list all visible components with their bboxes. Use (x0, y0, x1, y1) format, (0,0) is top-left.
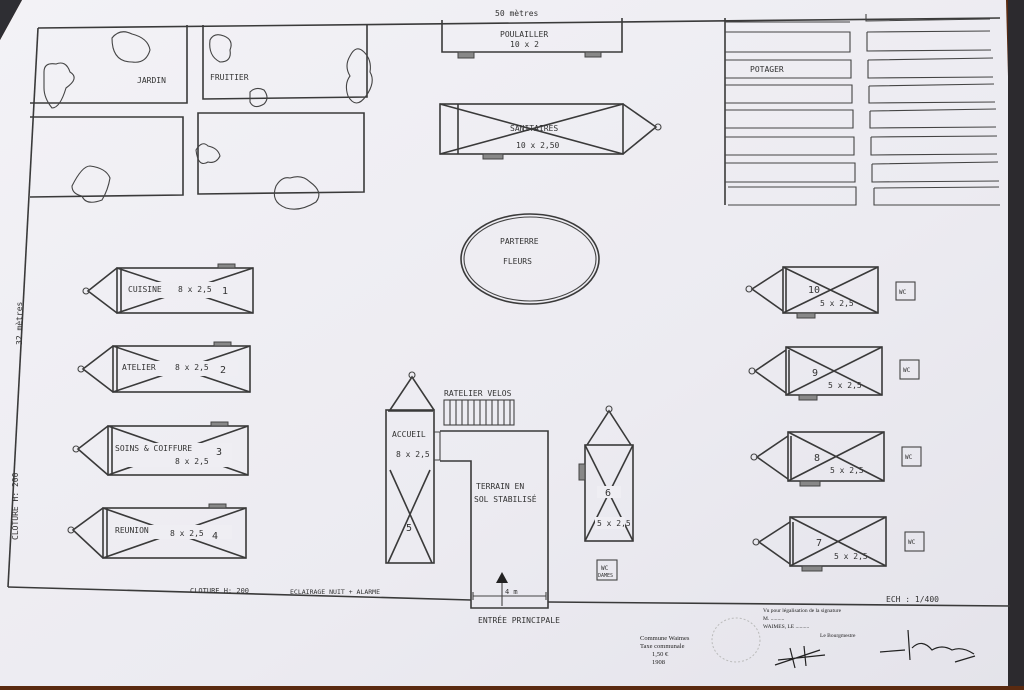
svg-text:REUNION: REUNION (115, 526, 149, 535)
svg-text:5: 5 (406, 523, 412, 534)
svg-text:8 x 2,5: 8 x 2,5 (175, 363, 209, 372)
svg-text:ACCUEIL: ACCUEIL (392, 430, 426, 439)
building-4: REUNION 8 x 2,5 4 (67, 503, 247, 559)
entrance-label: ENTRÉE PRINCIPALE (478, 614, 560, 625)
svg-text:10 x 2,50: 10 x 2,50 (516, 141, 560, 150)
sanitaires-building: SANITAIRES 10 x 2,50 (439, 103, 662, 160)
svg-text:M. ..........: M. .......... (763, 616, 785, 622)
svg-text:1908: 1908 (652, 659, 665, 666)
svg-text:WC: WC (905, 454, 913, 461)
poulailler-building: POULAILLER 10 x 2 (441, 18, 623, 59)
top-boundary (37, 17, 1001, 29)
svg-text:FLEURS: FLEURS (503, 257, 532, 266)
svg-text:WC: WC (908, 539, 916, 546)
parterre-fleurs: PARTERRE FLEURS (460, 213, 600, 305)
svg-text:8 x 2,5: 8 x 2,5 (175, 457, 209, 466)
terrain-stabilise: TERRAIN EN SOL STABILISÉ 4 m ENTRÉE PRIN… (440, 430, 560, 625)
svg-text:5 x 2,5: 5 x 2,5 (828, 381, 862, 390)
left-fence-label: CLOTURE H: 200 (11, 472, 20, 540)
svg-text:8 x 2,5: 8 x 2,5 (396, 450, 430, 459)
building-6: 6 5 x 2,5 WC DAMES (578, 405, 634, 581)
fruit-garden: JARDIN FRUITIER (29, 25, 373, 210)
svg-text:6: 6 (605, 488, 611, 499)
signature-1 (774, 645, 826, 669)
svg-text:WC: WC (601, 565, 609, 572)
building-3: SOINS & COIFFURE 8 x 2,5 3 (72, 421, 249, 476)
building-10: 10 5 x 2,5 WC (745, 266, 916, 319)
svg-text:4 m: 4 m (505, 588, 518, 596)
left-boundary (7, 27, 39, 588)
left-dimension: 32 mètres (14, 301, 24, 345)
svg-text:1,50 €: 1,50 € (652, 651, 669, 658)
svg-text:WC: WC (903, 367, 911, 374)
building-9: 9 5 x 2,5 WC (748, 346, 920, 401)
signature-2 (879, 629, 976, 663)
commune-tax-stamp: Commune Waimes Taxe communale 1,50 € 190… (640, 635, 690, 666)
svg-text:8: 8 (814, 453, 820, 464)
svg-text:RATELIER VELOS: RATELIER VELOS (444, 389, 512, 398)
scale-label: ECH : 1/400 (886, 595, 939, 604)
potager-beds: POTAGER (724, 14, 1000, 206)
wc-dames (596, 559, 618, 581)
svg-text:Taxe communale: Taxe communale (640, 643, 685, 650)
svg-text:10 x 2: 10 x 2 (510, 40, 539, 49)
svg-text:POULAILLER: POULAILLER (500, 30, 548, 39)
svg-text:Vu pour légalisation de la sig: Vu pour légalisation de la signature (763, 608, 842, 614)
svg-text:WC: WC (899, 289, 907, 296)
svg-text:SANITAIRES: SANITAIRES (510, 124, 558, 133)
building-2: ATELIER 8 x 2,5 2 (77, 341, 251, 393)
svg-text:5 x 2,5: 5 x 2,5 (830, 466, 864, 475)
svg-text:DAMES: DAMES (598, 573, 613, 579)
lighting-label: ECLAIRAGE NUIT + ALARME (290, 588, 380, 596)
entrance-arrow-icon (496, 572, 508, 583)
accueil-building: ACCUEIL 8 x 2,5 5 (385, 371, 441, 564)
fruitier-label: FRUITIER (210, 73, 249, 82)
svg-text:4: 4 (212, 531, 218, 542)
svg-text:5 x 2,5: 5 x 2,5 (834, 552, 868, 561)
svg-text:Commune Waimes: Commune Waimes (640, 635, 690, 642)
svg-text:ATELIER: ATELIER (122, 363, 156, 372)
bottom-fence-label: CLOTURE H: 200 (190, 587, 249, 595)
svg-text:5 x 2,5: 5 x 2,5 (597, 519, 631, 528)
potager-label: POTAGER (750, 65, 784, 74)
svg-text:10: 10 (808, 285, 820, 296)
svg-text:Le Bourgmestre: Le Bourgmestre (820, 633, 856, 639)
bottom-boundary (7, 586, 1011, 607)
svg-text:5 x 2,5: 5 x 2,5 (820, 299, 854, 308)
svg-text:TERRAIN EN: TERRAIN EN (476, 482, 524, 491)
jardin-label: JARDIN (137, 76, 166, 85)
svg-text:9: 9 (812, 368, 818, 379)
svg-text:1: 1 (222, 286, 228, 297)
svg-text:2: 2 (220, 365, 226, 376)
svg-text:8 x 2,5: 8 x 2,5 (170, 529, 204, 538)
svg-text:SOL STABILISÉ: SOL STABILISÉ (474, 493, 537, 504)
building-8: 8 5 x 2,5 WC (750, 431, 922, 487)
building-1: CUISINE 8 x 2,5 1 (82, 263, 254, 314)
svg-text:8 x 2,5: 8 x 2,5 (178, 285, 212, 294)
building-7: 7 5 x 2,5 WC (752, 516, 925, 572)
svg-text:7: 7 (816, 538, 822, 549)
ratelier-velos: RATELIER VELOS (443, 389, 515, 426)
svg-text:SOINS & COIFFURE: SOINS & COIFFURE (115, 444, 192, 453)
seal-stamp (711, 617, 761, 663)
svg-text:WAIMES, LE ..........: WAIMES, LE .......... (763, 624, 810, 630)
svg-text:3: 3 (216, 447, 222, 458)
svg-text:PARTERRE: PARTERRE (500, 237, 539, 246)
svg-text:CUISINE: CUISINE (128, 285, 162, 294)
top-dimension: 50 mètres (495, 8, 539, 18)
legalisation-stamp: Vu pour légalisation de la signature M. … (763, 608, 856, 639)
